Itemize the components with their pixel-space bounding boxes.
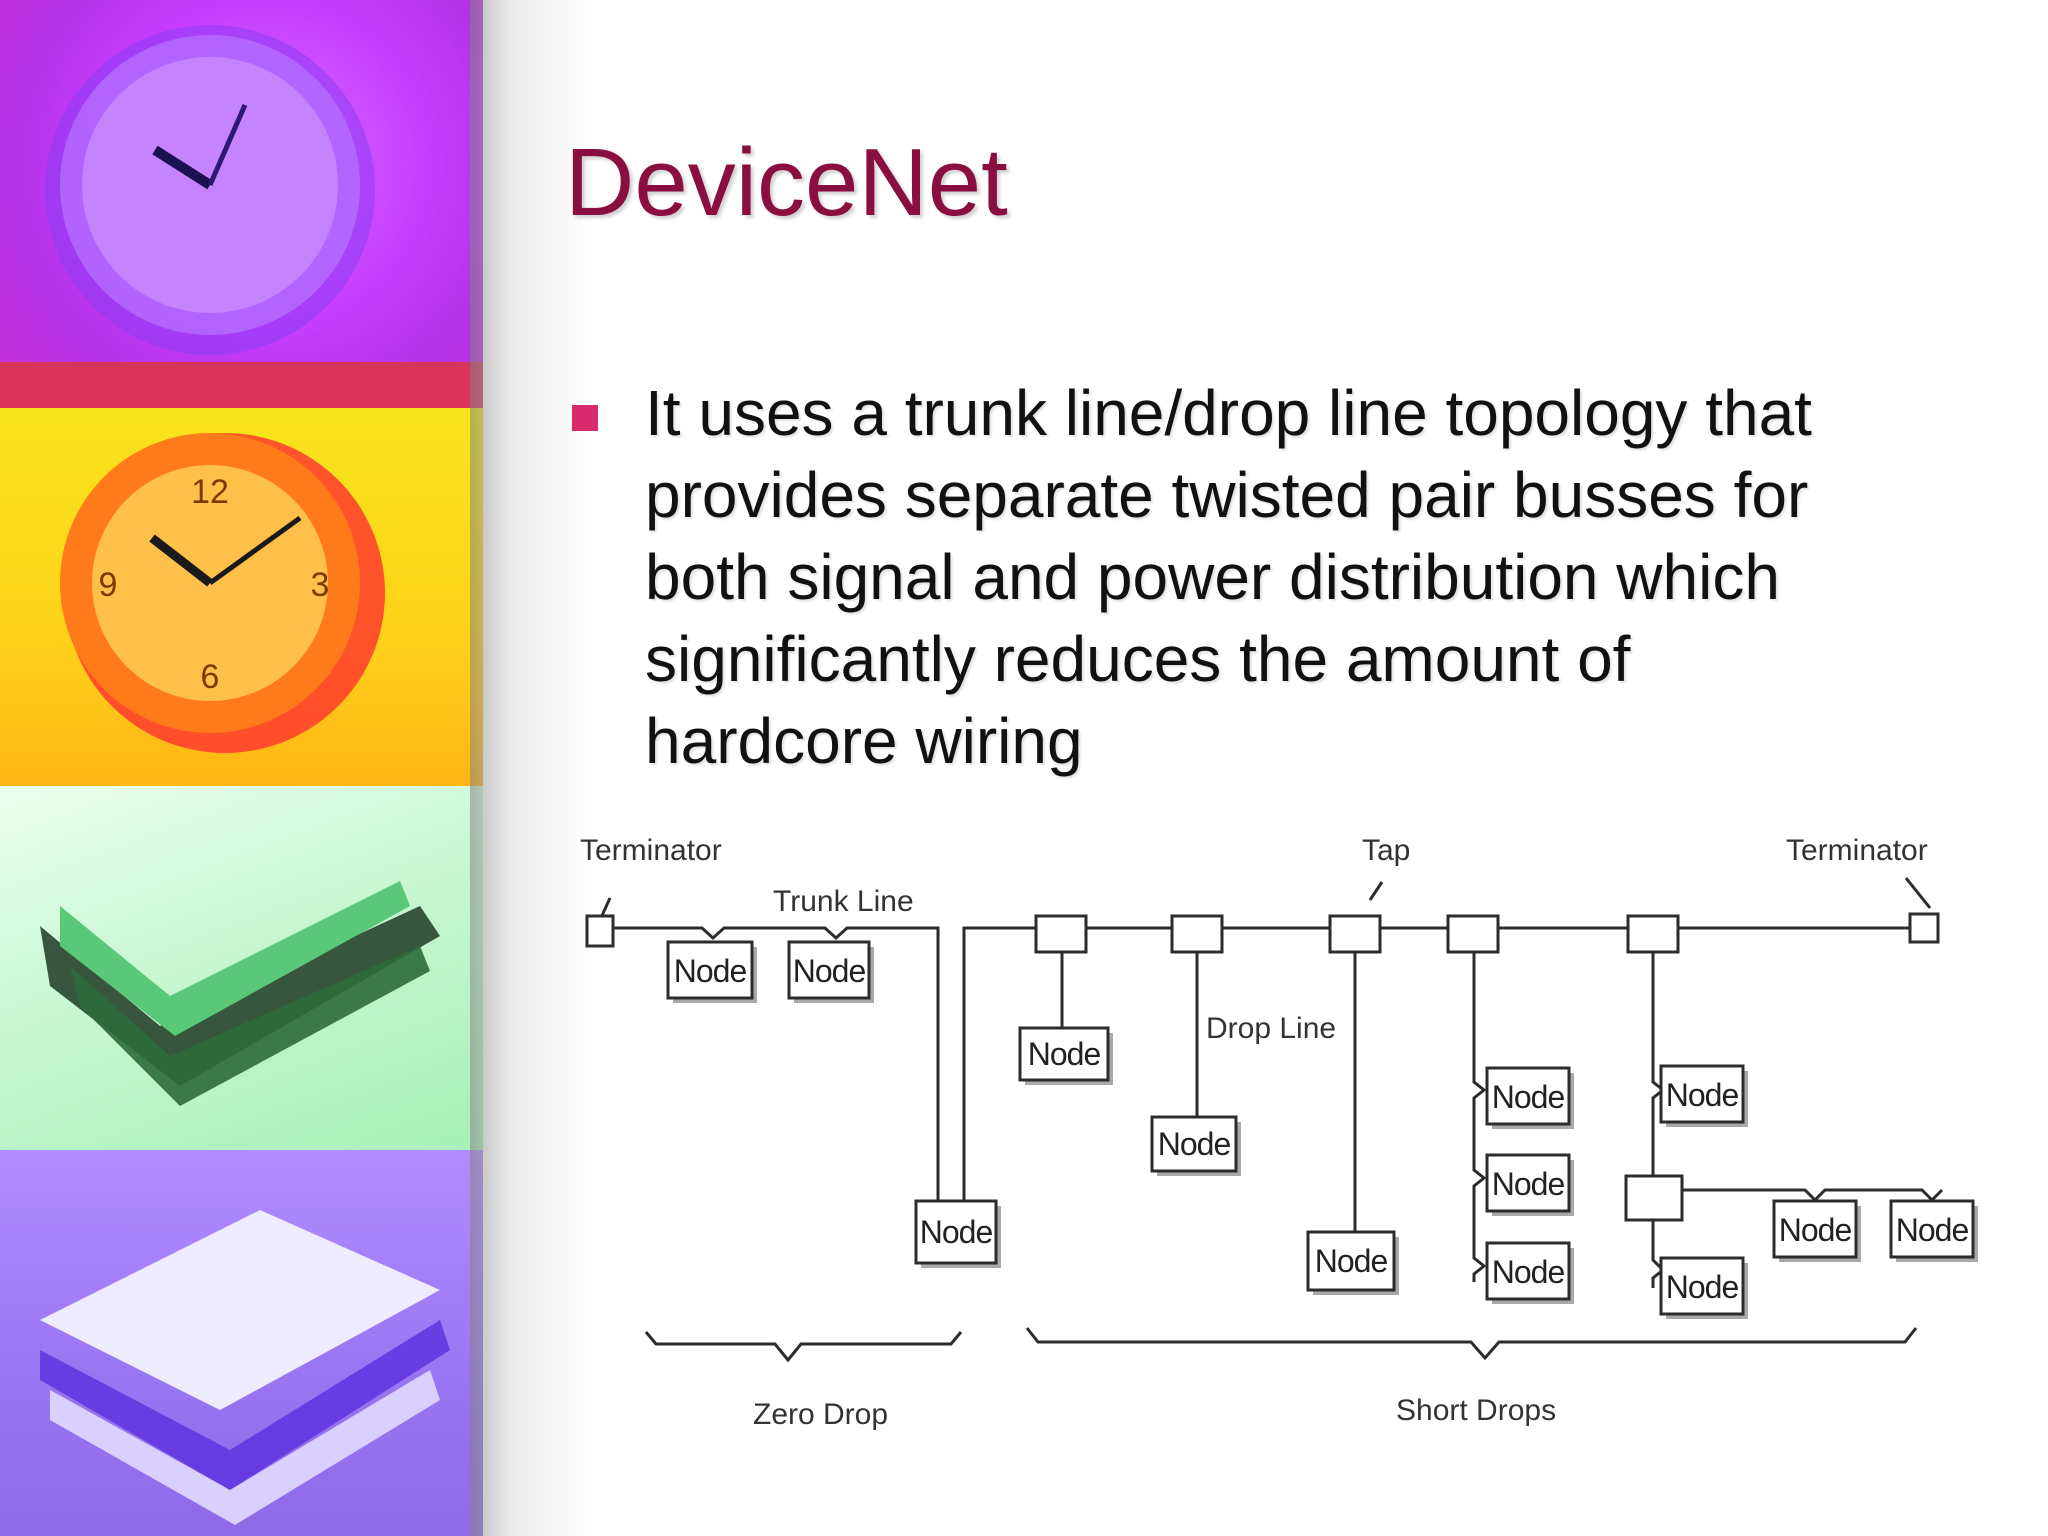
drop-line	[1680, 1190, 1942, 1200]
node-label: Node	[1028, 1036, 1101, 1072]
node: Node	[1774, 1201, 1861, 1262]
drop-line	[1474, 932, 1484, 1282]
short-drops-label: Short Drops	[1396, 1394, 1556, 1427]
node-label: Node	[1666, 1269, 1739, 1305]
node: Node	[668, 942, 757, 1003]
node-label: Node	[1492, 1166, 1565, 1202]
node: Node	[1487, 1243, 1574, 1304]
papers-icon	[0, 1150, 483, 1536]
bullet-line: It uses a trunk line/drop line topology …	[645, 372, 1965, 454]
clock-icon	[0, 0, 483, 408]
terminator-label: Terminator	[580, 834, 722, 867]
red-band	[0, 362, 483, 408]
svg-text:9: 9	[99, 566, 118, 604]
terminator-box	[587, 916, 613, 946]
node-label: Node	[1896, 1212, 1969, 1248]
orange-clock-image: 12 3 6 9	[0, 408, 483, 786]
decorative-photo-strip: 12 3 6 9	[0, 0, 483, 1536]
node: Node	[1487, 1068, 1574, 1129]
node: Node	[1661, 1258, 1748, 1319]
node-label: Node	[1492, 1079, 1565, 1115]
purple-papers-image	[0, 1150, 483, 1536]
tap-box	[1330, 916, 1380, 952]
slide-title: DeviceNet	[565, 128, 1008, 238]
tap-box	[1626, 1176, 1682, 1220]
node: Node	[789, 942, 874, 1003]
topology-svg: Node Node Node Node Node Node Node Node …	[560, 820, 2000, 1440]
node-label: Node	[1492, 1254, 1565, 1290]
node: Node	[1020, 1028, 1113, 1085]
zero-drop-label: Zero Drop	[753, 1398, 888, 1431]
green-papers-image	[0, 786, 483, 1150]
drop-line-label: Drop Line	[1206, 1012, 1336, 1045]
node: Node	[1308, 1232, 1399, 1295]
node-label: Node	[1315, 1243, 1388, 1279]
tap-box	[1172, 916, 1222, 952]
bullet-marker	[572, 405, 598, 431]
node: Node	[1152, 1117, 1241, 1176]
node: Node	[1487, 1155, 1574, 1216]
node-label: Node	[920, 1214, 993, 1250]
node-label: Node	[793, 953, 866, 989]
tap-pointer	[1370, 882, 1382, 900]
terminator-label: Terminator	[1786, 834, 1928, 867]
papers-icon	[0, 786, 483, 1150]
tap-label: Tap	[1362, 834, 1410, 867]
devicenet-topology-diagram: Node Node Node Node Node Node Node Node …	[560, 820, 2000, 1440]
bullet-line: hardcore wiring	[645, 700, 1965, 782]
tap-box	[1036, 916, 1086, 952]
short-drops-brace	[1027, 1328, 1916, 1358]
node: Node	[916, 1201, 1001, 1268]
node-label: Node	[1158, 1126, 1231, 1162]
bullet-line: both signal and power distribution which	[645, 536, 1965, 618]
node-label: Node	[674, 953, 747, 989]
zero-drop-brace	[646, 1332, 961, 1360]
terminator-box	[1910, 914, 1938, 942]
bullet-line: provides separate twisted pair busses fo…	[645, 454, 1965, 536]
node-label: Node	[1666, 1077, 1739, 1113]
svg-text:6: 6	[201, 658, 220, 696]
svg-text:12: 12	[191, 473, 229, 511]
node: Node	[1891, 1201, 1978, 1262]
terminator-pointer	[1906, 878, 1930, 908]
bullet-line: significantly reduces the amount of	[645, 618, 1965, 700]
clock-icon: 12 3 6 9	[0, 408, 483, 786]
node-label: Node	[1779, 1212, 1852, 1248]
svg-text:3: 3	[311, 566, 330, 604]
trunk-line-label: Trunk Line	[773, 885, 914, 918]
tap-box	[1448, 916, 1498, 952]
node: Node	[1661, 1066, 1748, 1127]
bullet-text: It uses a trunk line/drop line topology …	[645, 372, 1965, 782]
tap-box	[1628, 916, 1678, 952]
purple-clock-image	[0, 0, 483, 408]
